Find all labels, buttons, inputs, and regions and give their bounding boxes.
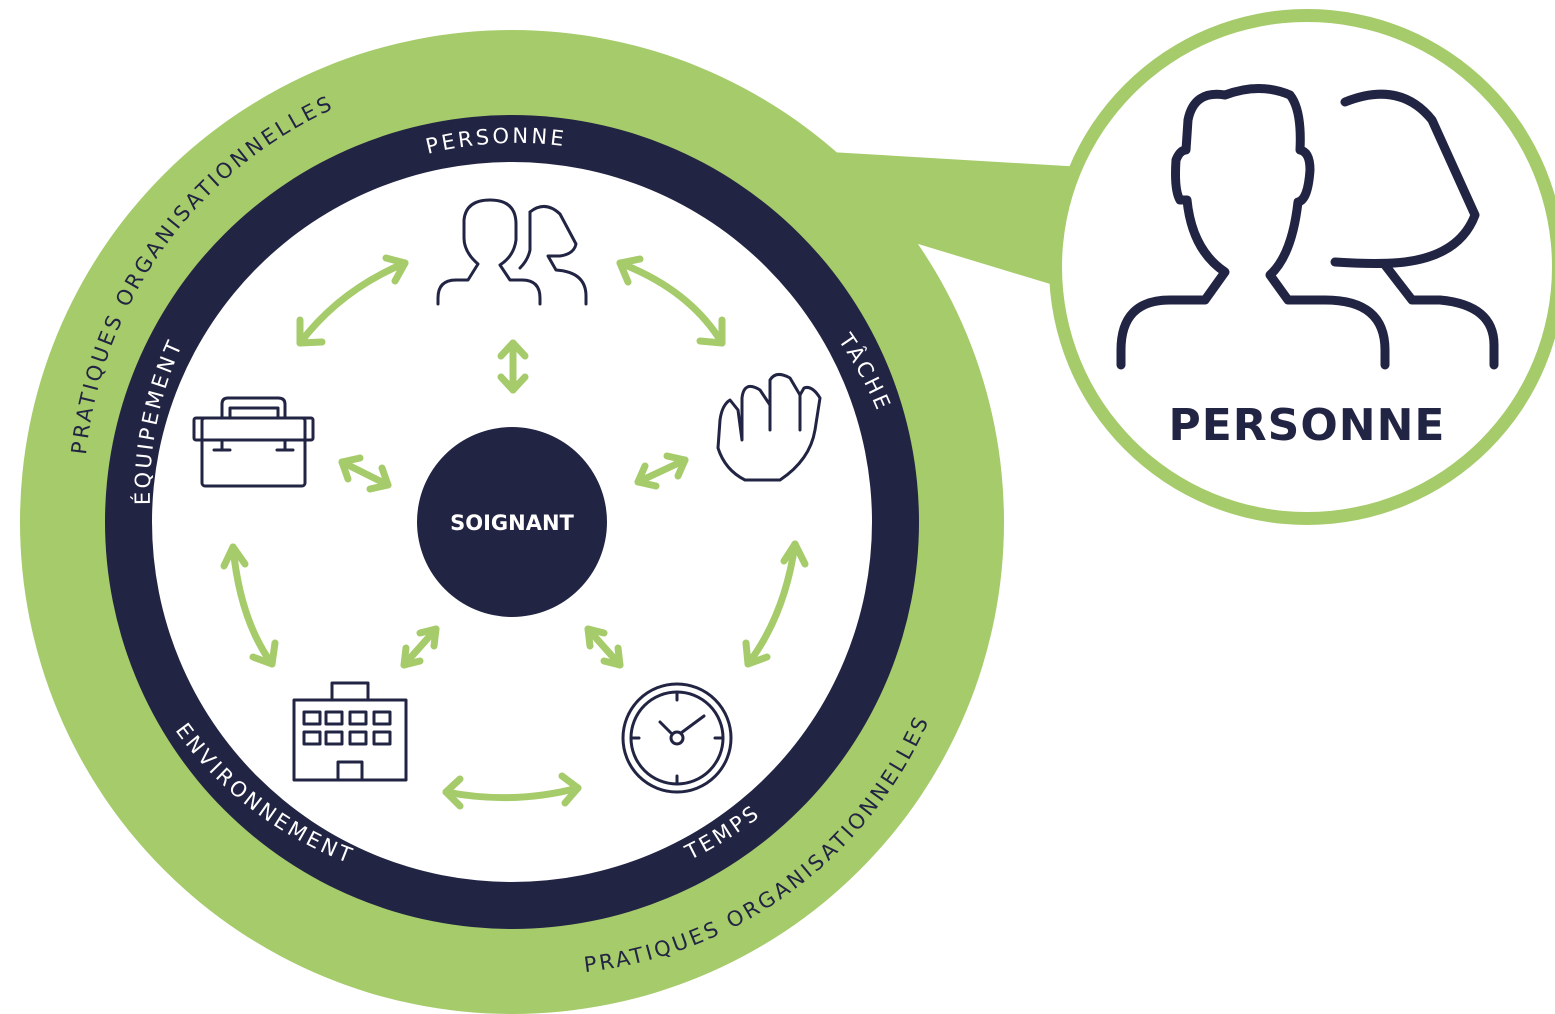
callout-connector (830, 152, 1100, 290)
callout-title: PERSONNE (1169, 400, 1446, 451)
arrow-temps-soignant (584, 625, 624, 669)
arrow-personne-equipement (296, 254, 409, 347)
arrow-equipement-environnement (220, 543, 279, 668)
center-node (417, 427, 607, 617)
arrow-environnement-soignant (400, 625, 440, 669)
people-icon (436, 198, 588, 306)
arrow-equipement-soignant (338, 454, 392, 493)
toolbox-icon (192, 396, 315, 488)
center-label: SOIGNANT (450, 511, 574, 535)
arrows (220, 254, 809, 810)
building-icon (292, 681, 408, 782)
arrow-personne-soignant (497, 339, 529, 394)
arrow-personne-tache (616, 255, 726, 347)
arrow-environnement-temps (442, 772, 582, 810)
arrow-tache-temps (742, 540, 809, 668)
clock-icon (621, 682, 733, 794)
hand-icon (716, 373, 822, 482)
arrow-tache-soignant (634, 452, 689, 490)
callout-people-icon (1116, 84, 1499, 370)
